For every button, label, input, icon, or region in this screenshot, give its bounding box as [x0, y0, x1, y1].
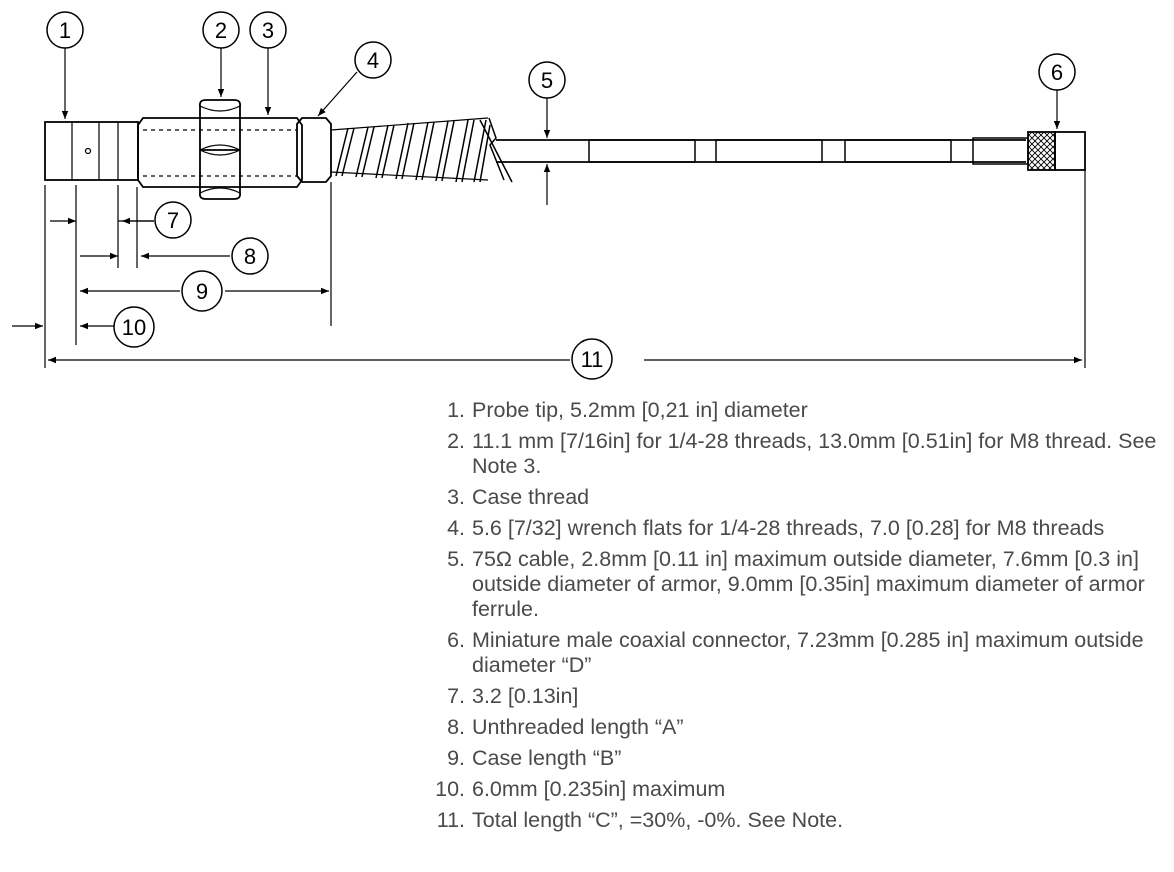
callout-8: 8: [231, 237, 269, 275]
note-item: 11. Total length “C”, =30%, -0%. See Note…: [420, 808, 1160, 833]
note-text: 5.6 [7/32] wrench flats for 1/4-28 threa…: [472, 516, 1105, 540]
callout-label: 8: [244, 244, 256, 269]
note-text: Total length “C”, =30%, -0%. See Note.: [472, 808, 844, 832]
note-text: 11.1 mm [7/16in] for 1/4-28 threads, 13.…: [472, 429, 1157, 478]
note-number: 5.: [447, 547, 465, 571]
callout-7: 7: [154, 201, 192, 239]
callout-label: 6: [1051, 60, 1063, 85]
note-number: 8.: [447, 715, 465, 739]
note-item: 7. 3.2 [0.13in]: [420, 684, 1160, 709]
probe-drawing: 1 2 3 4 5 6 7 8 9 10 11: [12, 11, 1086, 380]
callout-9: 9: [181, 270, 223, 312]
callout-3: 3: [249, 11, 287, 49]
note-number: 9.: [447, 746, 465, 770]
note-item: 9. Case length “B”: [420, 746, 1160, 771]
note-item: 10. 6.0mm [0.235in] maximum: [420, 777, 1160, 802]
note-text: Unthreaded length “A”: [472, 715, 684, 739]
callout-10: 10: [113, 306, 155, 348]
cable: [496, 137, 1029, 165]
callout-label: 7: [167, 208, 179, 233]
note-item: 1. Probe tip, 5.2mm [0,21 in] diameter: [420, 398, 1160, 423]
note-text: 75Ω cable, 2.8mm [0.11 in] maximum outsi…: [472, 547, 1145, 621]
note-item: 4. 5.6 [7/32] wrench flats for 1/4-28 thr…: [420, 516, 1160, 541]
callout-4: 4: [354, 41, 392, 79]
note-item: 2. 11.1 mm [7/16in] for 1/4-28 threads, 1…: [420, 429, 1160, 479]
callout-11: 11: [571, 338, 613, 380]
note-number: 10.: [435, 777, 465, 801]
coaxial-connector: [1027, 131, 1086, 171]
note-text: 3.2 [0.13in]: [472, 684, 579, 708]
note-text: Miniature male coaxial connector, 7.23mm…: [472, 628, 1144, 677]
threaded-case: [137, 117, 303, 188]
note-number: 3.: [447, 485, 465, 509]
callout-label: 4: [367, 48, 379, 73]
note-text: Case length “B”: [472, 746, 622, 770]
note-number: 1.: [447, 398, 465, 422]
note-text: Case thread: [472, 485, 590, 509]
note-number: 7.: [447, 684, 465, 708]
callout-label: 2: [215, 18, 227, 43]
note-text: Probe tip, 5.2mm [0,21 in] diameter: [472, 398, 808, 422]
note-number: 4.: [447, 516, 465, 540]
callout-5: 5: [528, 61, 566, 99]
probe-tip: [44, 121, 139, 181]
callout-label: 3: [262, 18, 274, 43]
callout-label: 10: [122, 315, 146, 340]
callout-2: 2: [202, 11, 240, 49]
note-number: 11.: [436, 808, 465, 832]
note-item: 5. 75Ω cable, 2.8mm [0.11 in] maximum out…: [420, 547, 1160, 622]
wrench-flats: [296, 117, 332, 183]
callout-label: 11: [581, 347, 604, 372]
note-number: 6.: [447, 628, 465, 652]
callout-label: 5: [541, 68, 553, 93]
note-number: 2.: [447, 429, 465, 453]
note-item: 3. Case thread: [420, 485, 1160, 510]
callout-1: 1: [46, 11, 84, 49]
callout-label: 9: [196, 279, 208, 304]
note-item: 8. Unthreaded length “A”: [420, 715, 1160, 740]
callout-label: 1: [59, 18, 71, 43]
notes-list: 1. Probe tip, 5.2mm [0,21 in] diameter 2. 1…: [420, 398, 1160, 839]
armor: [330, 117, 513, 183]
note-item: 6. Miniature male coaxial connector, 7.23…: [420, 628, 1160, 678]
note-text: 6.0mm [0.235in] maximum: [472, 777, 726, 801]
callout-6: 6: [1038, 53, 1076, 91]
hex-nut: [198, 99, 242, 200]
